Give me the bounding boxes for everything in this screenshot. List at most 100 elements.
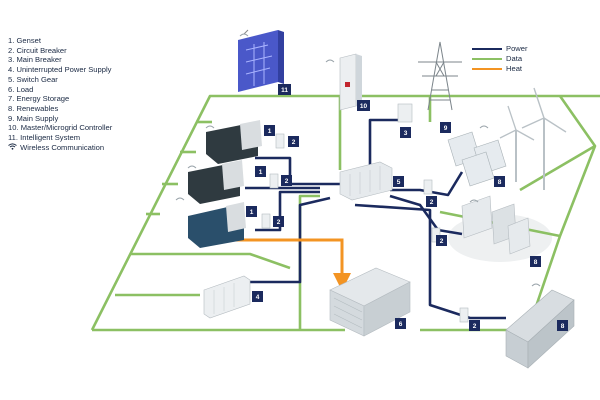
svg-text:8: 8 — [498, 179, 502, 186]
badge-renewables-storage: 8 — [530, 256, 541, 267]
legend-item-intelligent-system: 11. Intelligent System — [8, 133, 81, 143]
heat-swatch — [472, 68, 502, 70]
load-building — [329, 267, 411, 337]
legend-item-controller: 10. Master/Microgrid Controller — [8, 123, 113, 133]
legend-item-renewables: 8. Renewables — [8, 103, 59, 113]
legend-item-main-supply: 9. Main Supply — [8, 113, 59, 123]
heat-flow-arrow — [220, 238, 351, 291]
data-spine-load — [298, 194, 320, 330]
badge-intelligent-system: 11 — [278, 84, 291, 95]
badge-renewables-container: 8 — [557, 320, 568, 331]
wireless-icons — [175, 33, 541, 287]
svg-text:8: 8 — [561, 323, 565, 330]
svg-text:2: 2 — [292, 139, 296, 146]
wifi-icon — [479, 125, 489, 129]
svg-text:2: 2 — [285, 178, 289, 185]
badge-genset-3: 1 — [246, 206, 257, 217]
badge-breaker-storage: 2 — [436, 235, 447, 246]
svg-text:2: 2 — [430, 199, 434, 206]
breaker-box — [275, 133, 285, 149]
heat-label: Heat — [506, 64, 523, 73]
genset-3 — [188, 202, 246, 248]
wifi-icon — [8, 143, 18, 153]
circuit-breakers — [261, 103, 469, 323]
badge-breaker-3: 2 — [273, 216, 284, 227]
legend-item-wireless: Wireless Communication — [8, 143, 112, 153]
badge-breaker-2: 2 — [281, 175, 292, 186]
breaker-box — [269, 173, 279, 189]
main-supply-pylon — [418, 41, 462, 111]
microgrid-controller — [339, 53, 362, 111]
svg-text:2: 2 — [473, 323, 477, 330]
svg-text:6: 6 — [399, 321, 403, 328]
svg-text:3: 3 — [404, 130, 408, 137]
wifi-icon — [469, 199, 479, 203]
data-branch-5 — [130, 252, 291, 270]
wifi-icon — [175, 197, 185, 201]
badge-switch-gear: 5 — [393, 176, 404, 187]
power-genset-1 — [255, 156, 345, 186]
badge-breaker-renewables: 2 — [426, 196, 437, 207]
wifi-icon — [205, 125, 215, 129]
power-swatch — [472, 48, 502, 50]
svg-text:1: 1 — [259, 169, 263, 176]
svg-text:8: 8 — [534, 259, 538, 266]
legend-item-energy-storage: 7. Energy Storage — [8, 94, 70, 104]
wifi-icon — [239, 33, 249, 37]
wifi-icon — [325, 59, 335, 63]
data-line-outer — [90, 94, 600, 331]
badge-breaker-container: 2 — [469, 320, 480, 331]
data-renewables-link — [519, 144, 596, 192]
badge-main-supply: 9 — [440, 122, 451, 133]
container-unit — [505, 289, 575, 369]
data-label: Data — [506, 54, 523, 63]
power-label: Power — [506, 44, 528, 53]
breaker-box — [261, 213, 271, 229]
svg-text:1: 1 — [268, 128, 272, 135]
badge-load: 6 — [395, 318, 406, 329]
wifi-icon — [531, 283, 541, 287]
energy-storage — [461, 195, 531, 255]
badge-breaker-1: 2 — [288, 136, 299, 147]
svg-text:2: 2 — [440, 238, 444, 245]
badges: 11 10 9 3 1 2 1 2 1 2 5 4 6 2 2 2 8 8 8 — [246, 84, 568, 331]
legend-item-switch-gear: 5. Switch Gear — [8, 74, 58, 84]
svg-text:4: 4 — [256, 294, 260, 301]
svg-text:9: 9 — [444, 125, 448, 132]
badge-genset-2: 1 — [255, 166, 266, 177]
genset-1 — [206, 120, 262, 164]
wifi-icon — [187, 165, 197, 169]
svg-text:10: 10 — [360, 103, 368, 110]
badge-renewables-solar: 8 — [494, 176, 505, 187]
breaker-box — [459, 307, 469, 323]
badge-main-breaker: 3 — [400, 127, 411, 138]
data-swatch — [472, 58, 502, 60]
legend-item-load: 6. Load — [8, 84, 34, 94]
main-breaker-box — [397, 103, 413, 123]
power-ups — [240, 196, 331, 284]
badge-controller: 10 — [357, 100, 370, 111]
power-storage-bottom — [354, 203, 506, 320]
data-network — [90, 94, 600, 332]
power-genset-3 — [255, 190, 320, 232]
svg-text:1: 1 — [250, 209, 254, 216]
legend-item-circuit-breaker: 2. Circuit Breaker — [8, 45, 67, 55]
badge-genset-1: 1 — [264, 125, 275, 136]
breaker-box — [423, 179, 433, 195]
intelligent-system — [238, 29, 284, 92]
legend-item-ups: 4. Uninterrupted Power Supply — [8, 65, 112, 75]
switch-gear — [339, 161, 393, 201]
svg-text:2: 2 — [277, 219, 281, 226]
badge-ups: 4 — [252, 291, 263, 302]
wind-turbines — [499, 87, 567, 190]
genset-2 — [188, 160, 244, 204]
solar-panels — [447, 131, 507, 187]
power-renewables — [390, 171, 464, 197]
component-legend: 1. Genset 2. Circuit Breaker 3. Main Bre… — [8, 36, 112, 152]
svg-text:5: 5 — [397, 179, 401, 186]
legend-item-main-breaker: 3. Main Breaker — [8, 55, 62, 65]
svg-text:11: 11 — [281, 87, 288, 94]
ups-unit — [203, 275, 251, 319]
